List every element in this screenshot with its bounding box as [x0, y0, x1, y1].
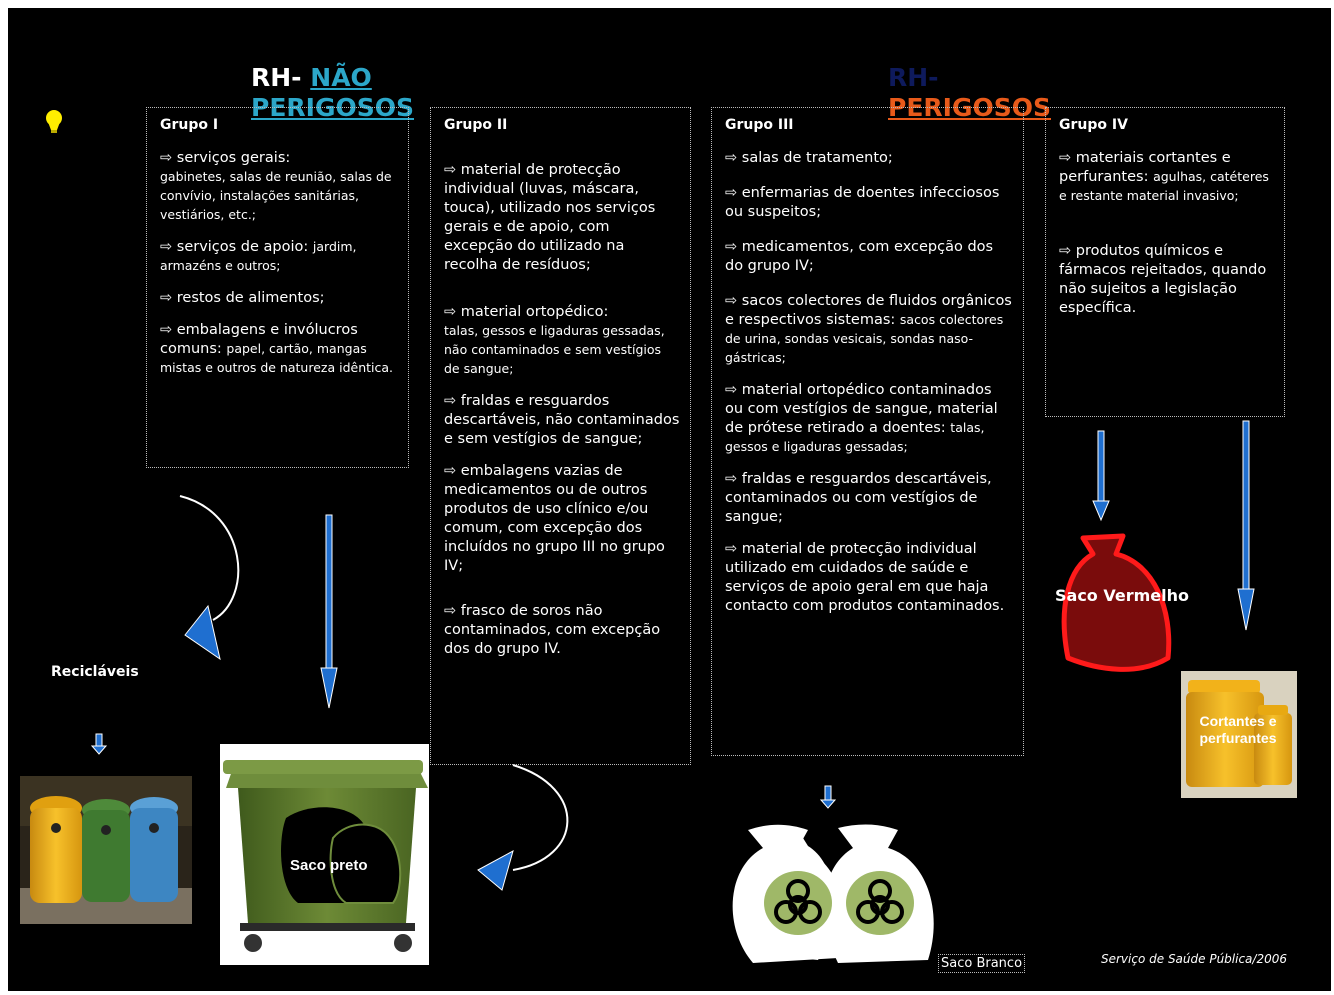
list-item: ⇨ material ortopédico contaminados ou co… — [725, 382, 998, 454]
list-item: ⇨ restos de alimentos; — [160, 290, 325, 306]
group-box-iv: Grupo IV ⇨ materiais cortantes e perfura… — [1045, 107, 1285, 417]
label-reciclaveis: Recicláveis — [51, 664, 139, 680]
group-box-iii: Grupo III ⇨ salas de tratamento; ⇨ enfer… — [711, 107, 1024, 756]
footer-credit: Serviço de Saúde Pública/2006 — [1101, 952, 1287, 966]
curved-arrow-reciclaveis — [179, 495, 240, 661]
heading-prefix: RH- — [888, 63, 939, 92]
list-item: ⇨ material de protecção individual (luva… — [444, 162, 656, 273]
white-bags-image — [732, 824, 934, 963]
list-item: ⇨ enfermarias de doentes infecciosos ou … — [725, 185, 1000, 220]
curved-arrow-grupo-ii — [477, 764, 569, 891]
group-title: Grupo III — [725, 117, 794, 133]
recycling-bins-image — [20, 776, 192, 924]
list-item: ⇨ material de protecção individual utili… — [725, 541, 1005, 614]
list-item: ⇨ fraldas e resguardos descartáveis, não… — [444, 393, 680, 447]
group-title: Grupo I — [160, 117, 219, 133]
label-saco-branco: Saco Branco — [938, 954, 1026, 973]
list-item: ⇨ serviços gerais:gabinetes, salas de re… — [160, 150, 392, 222]
group-box-ii: Grupo II ⇨ material de protecção individ… — [430, 107, 691, 765]
list-item: ⇨ produtos químicos e fármacos rejeitado… — [1059, 243, 1267, 316]
graphics-layer — [20, 110, 1297, 965]
list-item: ⇨ embalagens e invólucros comuns: papel,… — [160, 322, 393, 375]
group-box-i: Grupo I ⇨ serviços gerais:gabinetes, sal… — [146, 107, 409, 468]
arrow-down-reciclaveis — [90, 733, 108, 755]
arrow-down-saco-branco — [819, 785, 837, 809]
red-bag-image — [1061, 533, 1172, 672]
label-saco-preto: Saco preto — [290, 857, 368, 874]
arrow-down-cortantes — [1237, 420, 1255, 631]
biohazard-icon — [774, 879, 822, 924]
arrow-down-saco-preto — [320, 514, 338, 709]
list-item: ⇨ sacos colectores de fluidos orgânicos … — [725, 293, 1012, 365]
list-item: ⇨ materiais cortantes e perfurantes: agu… — [1059, 150, 1269, 203]
group-title: Grupo II — [444, 117, 508, 133]
sharps-container-image — [1181, 671, 1297, 798]
biohazard-icon — [856, 879, 904, 924]
lightbulb-icon — [46, 110, 62, 133]
group-title: Grupo IV — [1059, 117, 1128, 133]
list-item: ⇨ embalagens vazias de medicamentos ou d… — [444, 463, 665, 574]
arrow-down-saco-vermelho — [1092, 430, 1110, 522]
label-saco-vermelho: Saco Vermelho — [1055, 586, 1190, 605]
list-item: ⇨ fraldas e resguardos descartáveis, con… — [725, 471, 992, 525]
heading-prefix: RH- — [251, 63, 311, 92]
label-cortantes: Cortantes e perfurantes — [1199, 713, 1277, 746]
slide: RH- NÃO PERIGOSOS RH- PERIGOSOS Grupo I … — [8, 8, 1331, 991]
list-item: ⇨ medicamentos, com excepção dos do grup… — [725, 239, 994, 274]
list-item: ⇨ material ortopédico:talas, gessos e li… — [444, 304, 665, 376]
heading-word-nao: NÃO — [310, 63, 372, 92]
green-bin-image — [220, 744, 429, 965]
list-item: ⇨ serviços de apoio: jardim, armazéns e … — [160, 239, 357, 273]
list-item: ⇨ salas de tratamento; — [725, 150, 893, 166]
list-item: ⇨ frasco de soros não contaminados, com … — [444, 603, 661, 657]
